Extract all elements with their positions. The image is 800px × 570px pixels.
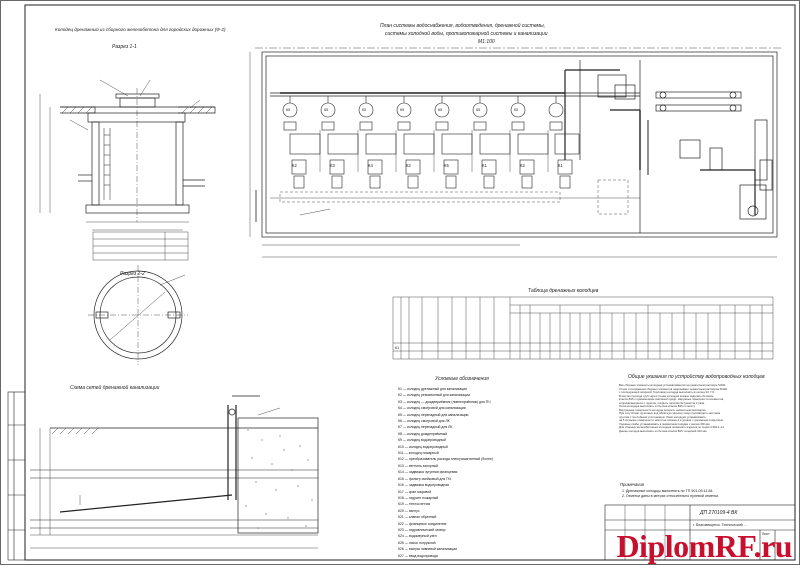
plan-well-label: К5 (444, 163, 449, 168)
well-spec-table (92, 231, 189, 261)
plan-title-line2: системы холодной воды, противопожарной с… (385, 31, 548, 37)
plan-well-label: К2 (406, 163, 411, 168)
general-note-line: соприкасающиеся с грунтом, покрыть горяч… (619, 400, 705, 405)
legend-list: К1 — колодец дренажный для канализации К… (398, 386, 563, 559)
general-note-line: на 5 см выше поверхности земли на газона… (619, 418, 724, 422)
plan-circle-label: К5 (476, 108, 481, 112)
plan-circle-label: К5 (362, 108, 367, 112)
legend-item: К2 — колодец ревизионный для канализации (398, 393, 470, 398)
legend-item: К19 — теплосчетчик (398, 502, 431, 507)
legend-item: К13 — вентиль запорный (398, 463, 438, 468)
plan-well-label: К2 (520, 163, 525, 168)
well-section-2-2 (88, 265, 188, 365)
drainage-scheme-title: Схема сетей дренажной канализации (70, 385, 160, 391)
concrete-fill (245, 429, 313, 529)
pump-unit (358, 96, 397, 189)
legend-item: К5 — колодец перепадный для канализации (398, 412, 469, 417)
inner-frame (24, 4, 796, 561)
legend-item: К7 — колодец перепадный для ЛК (398, 425, 453, 430)
general-note-line: При отсутствии грунтовых вод обратную за… (619, 411, 721, 415)
stamp-note: 1. Дренажные колодцы выполнять по ТП 901… (622, 489, 714, 493)
plan-circle-label: К5 (286, 108, 291, 112)
legend-item: К15 — фильтр ячейковый для ПЧ (398, 476, 451, 481)
plan-well-label: К2 (292, 163, 297, 168)
legend-item: К17 — кран шаровой (398, 489, 432, 494)
legend-item: К24 — водомерный узел (398, 534, 437, 539)
legend-item: К3 — колодец — дождеприёмник (ливнеприём… (398, 399, 491, 404)
legend-item: К26 — выпуск ливневой канализации (398, 547, 458, 552)
drainage-scheme (30, 395, 319, 549)
general-notes-title: Общие указания по устройству водопроводн… (628, 374, 765, 380)
pump-unit (434, 96, 473, 189)
well-title: Колодец дренажный из сборного железобето… (55, 27, 226, 32)
wells-table-well: К1 (395, 346, 400, 350)
stamp-note: 2. Отметки даны в метрах относительно ну… (622, 494, 719, 498)
pump-unit (396, 96, 435, 189)
pump-unit (320, 96, 359, 189)
legend-item: К22 — фланцевое соединение (398, 521, 447, 526)
legend-item: К16 — задвижка водопроводная (398, 483, 449, 488)
plan-circle-label: К5 (514, 108, 519, 112)
legend-item: К18 — гидрант пожарный (398, 495, 439, 500)
section-1-1-label: Разрез 1-1 (112, 44, 137, 50)
general-note-line: Лотки колодцев выполнять из бетона класс… (619, 404, 696, 408)
general-note-line: класса В15 с применением смоляной пряди.… (619, 397, 724, 401)
general-note-line: Для сборных железобетонных колодцев прим… (619, 425, 725, 429)
legend-item: К6 — колодец смотровой для ЛК (398, 419, 450, 424)
general-notes: Все сборные элементы колодцев устанавлив… (619, 383, 789, 433)
main-plan (249, 47, 782, 258)
title-block (604, 504, 796, 561)
plan-title-line1: План системы водоснабжения, водоотведени… (380, 23, 546, 29)
pump-unit (282, 96, 321, 189)
pump-unit (510, 96, 549, 189)
stamp-sheet-title: г. Благовещенск. Технический ... (693, 523, 747, 527)
legend-item: К10 — колодец водопроводный (398, 444, 448, 449)
plan-circle-label: К5 (324, 108, 329, 112)
pump-unit (548, 96, 580, 189)
general-note-line: Все сборные элементы колодцев устанавлив… (619, 383, 727, 387)
legend-item: К8 — колодец дождеприёмный (398, 431, 448, 436)
plan-circle-label: К5 (400, 108, 405, 112)
legend-item: К9 — колодец водопроводный (398, 438, 446, 443)
general-note-line: Стыки и сопряжения сборных элементов зад… (619, 386, 728, 391)
legend-item: К14 — задвижка чугунная фланцевая (398, 470, 458, 475)
plan-title-line3: М1:100 (478, 39, 495, 45)
legend-item: К1 — колодец дренажный для канализации (398, 387, 467, 391)
legend-item: К25 — насос погружной (398, 540, 436, 545)
legend-item: К11 — колодец пожарный (398, 451, 439, 456)
legend-item: К20 — вантуз (398, 508, 420, 513)
general-note-line: грунтом с послойным уплотнением. Люки ко… (619, 414, 706, 419)
general-note-line: В местах прохода труб через стенки колод… (619, 393, 714, 398)
soil-hatch (51, 427, 99, 435)
legend-item: К23 — гидравлический затвор (398, 527, 446, 532)
wells-table-grid (392, 296, 774, 360)
stamp-code: ДП 270109-4 ВК (700, 510, 738, 516)
legend-item: К12 — преобразователь расхода электромаг… (398, 457, 493, 462)
plan-well-label: К1 (482, 163, 487, 168)
pump-units (282, 96, 580, 189)
wells-table-title: Таблица дренажных колодцев (528, 288, 599, 294)
stamp-notes-title: Примечания (620, 482, 645, 487)
general-note-line: Внутренние поверхности колодца затереть … (619, 407, 707, 412)
general-note-line: Днище колодца выполнять из бетона класса… (619, 428, 708, 433)
legend-title: Условные обозначения (435, 376, 489, 382)
binding-field (7, 391, 26, 561)
plan-well-label: К4 (368, 163, 373, 168)
legend-item: К27 — ввод водопровода (398, 553, 438, 558)
watermark-logo: DiplomRF.ru (616, 528, 792, 564)
legend-item: К4 — колодец смотровой для канализации (398, 406, 466, 411)
plan-well-label: К1 (558, 163, 563, 168)
pump-unit (472, 96, 511, 189)
section-2-2-label: Разрез 2-2 (120, 271, 145, 277)
plan-circle-label: К5 (438, 108, 443, 112)
legend-item: К21 — клапан обратный (398, 515, 437, 520)
plan-well-label: К3 (330, 163, 335, 168)
general-note-line: Ходовые скобы устанавливать в шахматном … (619, 421, 711, 426)
stamp-sheet-label: Лист (762, 532, 770, 536)
general-note-line: с последующей затиркой. Горловину колодц… (619, 390, 715, 394)
well-section-1-1 (39, 79, 216, 231)
